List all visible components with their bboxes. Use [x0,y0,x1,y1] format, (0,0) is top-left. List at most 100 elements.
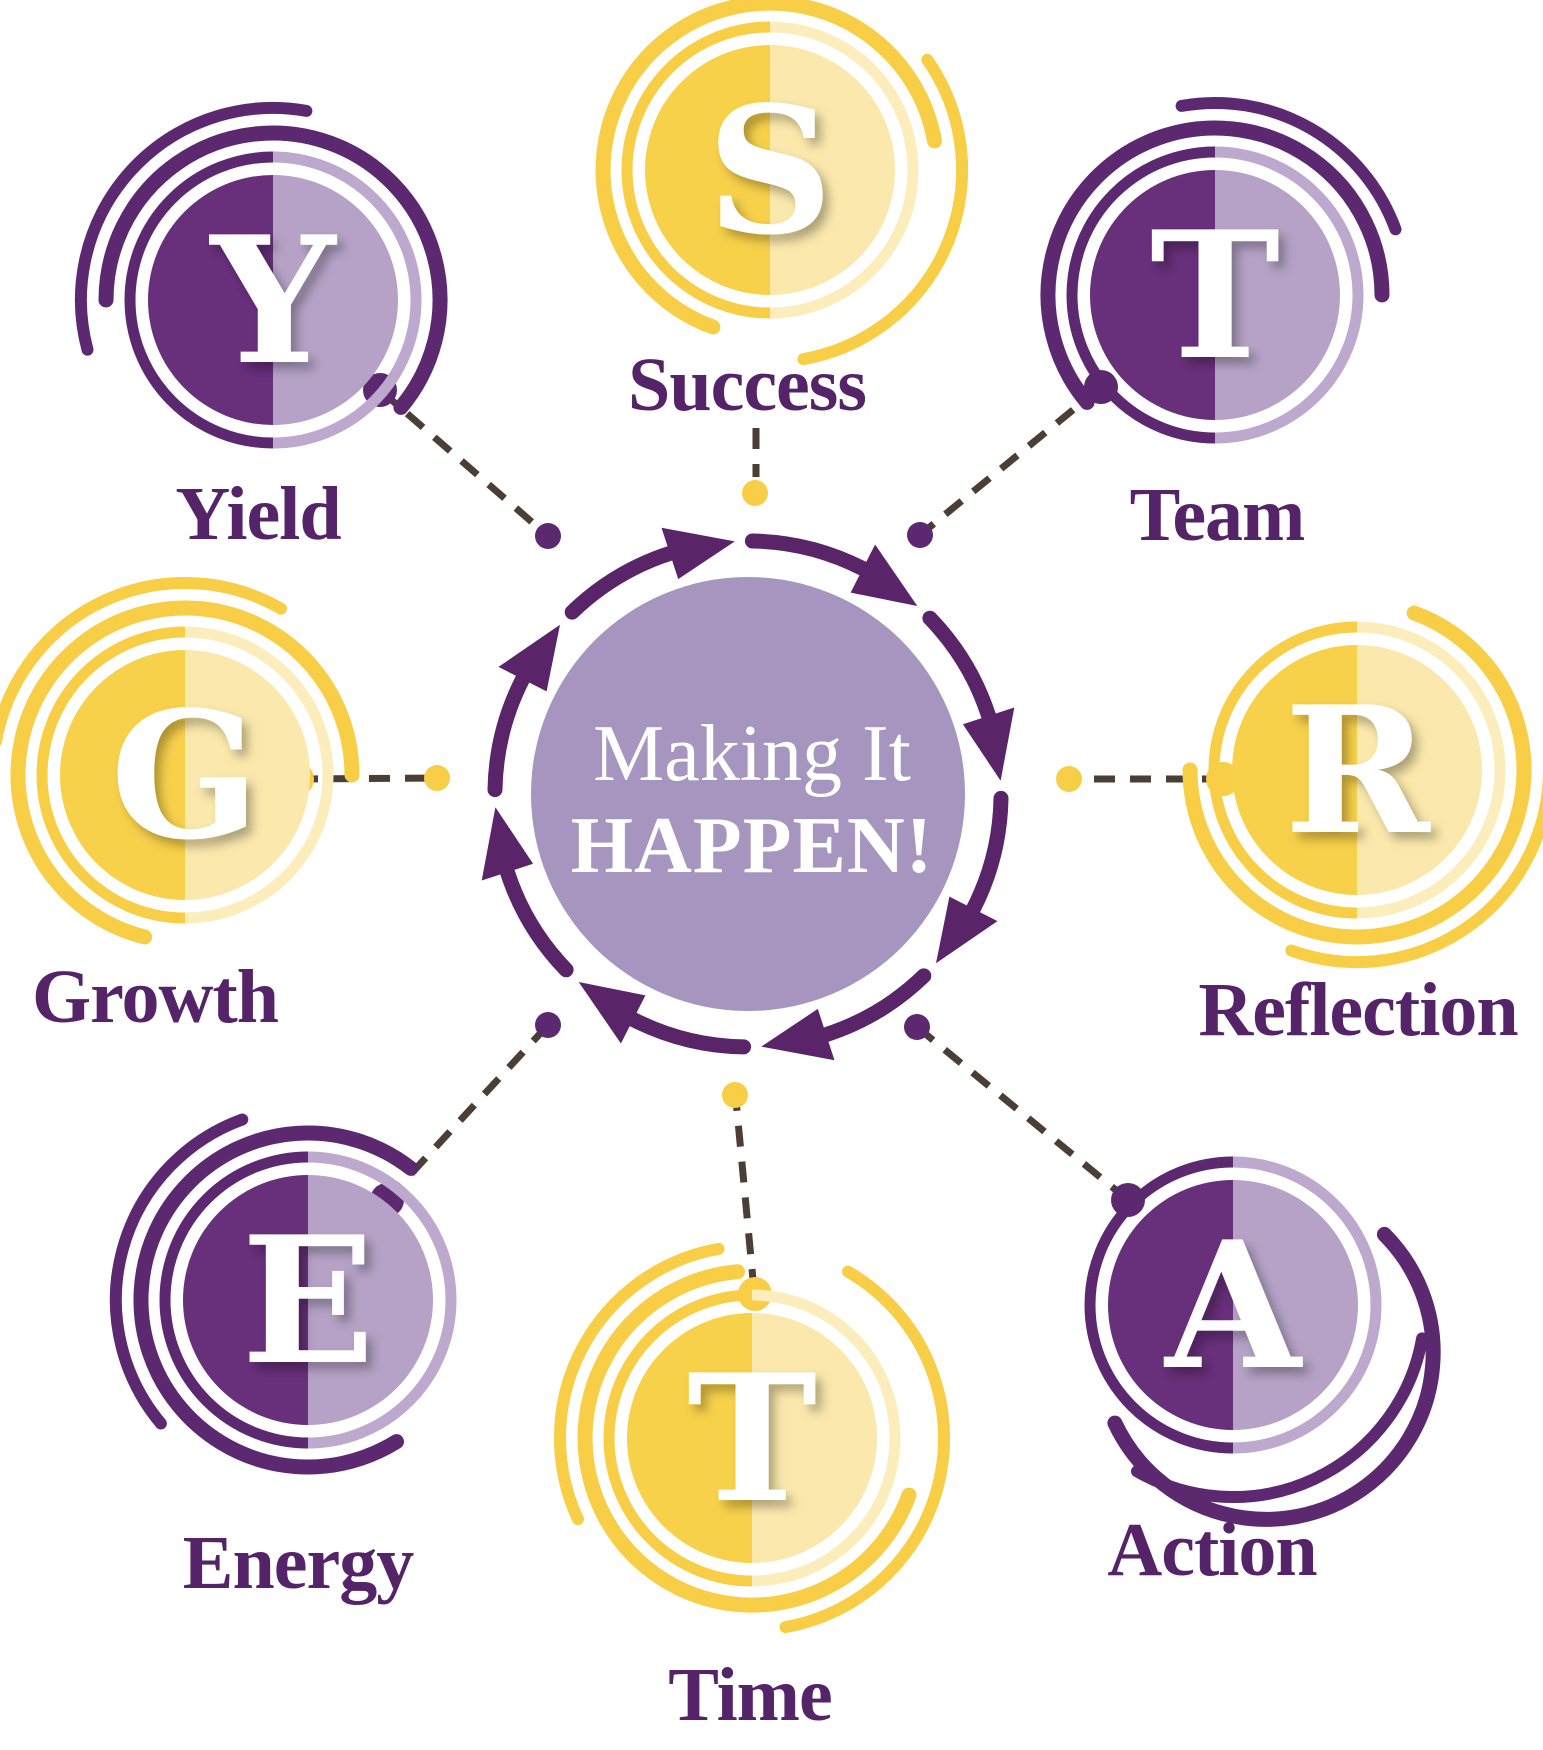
connector-dot-inner [535,523,561,549]
cycle-arrow-arc [625,1011,752,1055]
hub-title-line2: HAPPEN! [571,802,934,890]
disc-right-half [1357,645,1482,895]
cycle-arrow-arc [818,968,932,1043]
inner-ring-left [124,151,274,449]
node-label-yield: Yield [175,472,341,556]
spiral-ring-arc [1175,96,1402,236]
node-label-reflection: Reflection [1198,968,1518,1052]
connector-dot-inner [424,765,450,791]
node-yield: Y [75,101,448,449]
disc-right-half [752,1313,877,1563]
node-growth: G [0,576,360,945]
node-label-success: Success [628,343,866,427]
disc-right-half [1215,170,1340,420]
node-time: T [554,1242,951,1634]
hub-circle [531,577,965,1011]
spiral-ring-arc [797,53,969,366]
connector-line [377,387,551,539]
outer-ring-arc [10,600,360,945]
hub-title-line1: Making It [593,710,911,798]
spiral-ring-arc [1285,769,1543,969]
disc-right-half [770,45,895,295]
connector-success [742,428,768,506]
inner-ring-left [1208,621,1358,919]
connector-dot-inner [904,1014,930,1040]
connector-line [917,384,1104,538]
connector-yield [363,373,561,549]
cycle-arrow-arc [499,864,574,978]
node-success: S [595,0,969,366]
hub: Making It HAPPEN! [481,527,1015,1061]
node-letter: S [707,69,833,274]
node-label-energy: Energy [183,1521,414,1605]
cycle-arrow-arc [487,671,531,798]
cycle-arrow-head [578,982,646,1044]
connector-action [904,1014,1145,1217]
disc-left-half [1232,645,1357,895]
inner-ring-left [621,21,771,319]
cycle-arrow-arc [965,790,1009,917]
disc-left-half [627,1313,752,1563]
cycle-arrow-arc [564,545,678,620]
inner-ring-left [159,1151,309,1449]
inner-ring-left [1084,1156,1234,1454]
cycle-arrow-head [661,527,735,580]
outer-ring-arc [1040,120,1390,410]
inner-ring-left [1066,146,1216,444]
cycle-arrows [481,527,1015,1061]
node-letter: E [241,1199,374,1404]
disc-left-half [148,175,273,425]
connector-line [296,774,438,783]
connector-dot-inner [742,480,768,506]
cycle-arrow-head [850,544,918,606]
node-letter: G [110,674,259,879]
inner-ring-left [603,1289,753,1587]
spiral-ring-arc [0,576,287,746]
spiral-ring-arc [1131,1332,1429,1504]
node-team: T [1040,96,1402,444]
disc-left-half [183,1175,308,1425]
node-action: A [1084,1156,1441,1527]
node-label-growth: Growth [32,955,279,1039]
cycle-arrow-head [481,807,534,881]
node-letter: T [1150,194,1280,399]
outer-ring-arc [595,0,942,335]
connector-line [732,1099,758,1291]
disc-right-half [308,1175,433,1425]
node-energy: E [109,1113,457,1475]
inner-ring-left [36,626,186,924]
spiral-ring-arc [554,1242,725,1526]
inner-ring-right [272,151,422,449]
connector-line [914,1024,1131,1203]
inner-ring-right [307,1151,457,1449]
outer-ring-arc [1182,605,1532,945]
disc-right-half [1233,1180,1358,1430]
connector-dot-inner [907,522,933,548]
node-letter: Y [209,199,338,404]
node-letter: R [1284,669,1431,874]
cycle-arrow-head [936,896,998,964]
inner-ring-right [1232,1156,1382,1454]
inner-ring-right [1356,621,1506,919]
spiral-ring-arc [75,101,313,356]
connector-dot-inner [535,1012,561,1038]
disc-left-half [645,45,770,295]
spiral-ring-arc [109,1113,249,1430]
spiral-ring-arc [779,1265,951,1634]
node-label-team: Team [1130,473,1305,557]
disc-left-half [1108,1180,1233,1430]
outer-ring-arc [577,1264,917,1613]
inner-ring-right [751,1289,901,1587]
node-label-time: Time [668,1653,831,1737]
connector-dot-inner [722,1082,748,1108]
cycle-arrow-arc [744,533,871,577]
outer-ring-arc [98,125,448,415]
node-letter: A [1163,1204,1303,1409]
cycle-arrow-head [962,707,1015,781]
disc-right-half [273,175,398,425]
node-label-action: Action [1107,1508,1317,1592]
disc-right-half [185,650,310,900]
connector-dot-inner [1056,766,1082,792]
